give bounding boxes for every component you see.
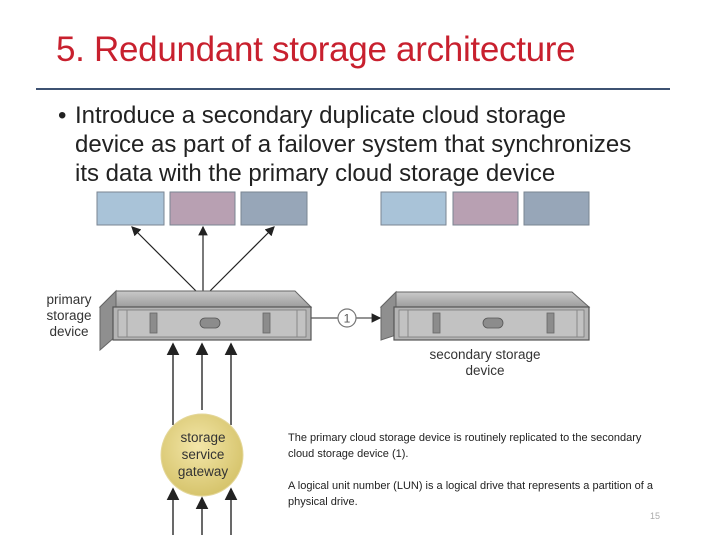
page-number: 15 [650,511,661,521]
primary-lun-2 [169,191,236,226]
bullet-line-2: device as part of a failover system that… [75,131,632,158]
bullet-line-1: Introduce a secondary duplicate cloud st… [75,102,566,129]
title-divider [36,88,670,90]
lun-arrows [131,225,275,299]
secondary-storage-device [379,290,591,341]
bullet-marker: • [58,102,67,129]
secondary-label-line-1: secondary storage [429,347,541,362]
arrow-to-lun-1 [131,226,204,299]
primary-lun-1 [96,191,165,226]
secondary-label-line-2: device [465,363,505,378]
primary-device-label: primary storage device [34,292,104,340]
primary-lun-3 [240,191,308,226]
client-to-gateway-arrows [166,487,238,535]
primary-label-line-1: primary [46,292,92,307]
arrow-to-lun-3 [202,226,275,299]
primary-label-line-3: device [49,324,89,339]
gateway-label-line-3: gateway [177,464,229,479]
note-lun-definition: A logical unit number (LUN) is a logical… [288,480,654,508]
gateway-to-primary-arrows [166,342,238,425]
secondary-lun-3 [523,191,590,226]
explanation-notes: The primary cloud storage device is rout… [288,430,668,526]
note-replication: The primary cloud storage device is rout… [288,432,642,460]
bullet-line-3: its data with the primary cloud storage … [75,160,556,187]
bullet-text: Introduce a secondary duplicate cloud st… [75,101,705,188]
storage-service-gateway [160,413,244,497]
secondary-lun-2 [452,191,519,226]
secondary-lun-1 [380,191,447,226]
gateway-label-line-1: storage [180,430,226,445]
primary-label-line-2: storage [46,308,92,323]
primary-lun-group [96,191,308,226]
replication-marker-circle [337,308,357,328]
gateway-label: storage service gateway [163,429,243,480]
gateway-label-line-2: service [181,447,225,462]
secondary-lun-group [380,191,590,226]
slide-title: 5. Redundant storage architecture [56,30,576,69]
secondary-device-label: secondary storage device [410,347,560,379]
replication-link: 1 [311,308,382,328]
replication-marker-number: 1 [344,312,351,326]
primary-storage-device [98,289,313,352]
